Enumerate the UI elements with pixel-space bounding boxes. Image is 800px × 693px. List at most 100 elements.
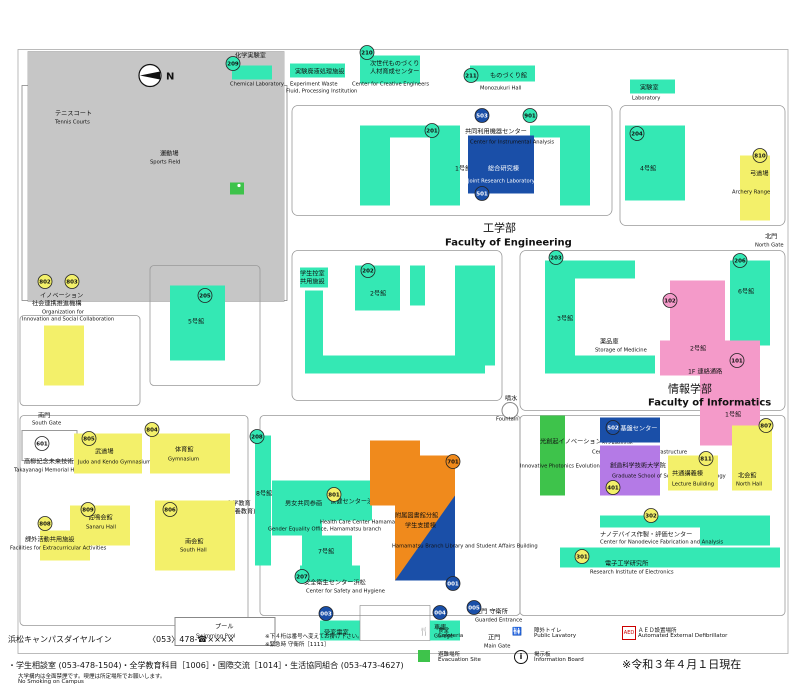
building-marker-204: 204: [629, 126, 645, 141]
building-gender: [272, 480, 322, 536]
building-1: [360, 125, 590, 206]
building-marker-401: 401: [605, 480, 621, 495]
building-marker-211: 211: [463, 68, 479, 83]
building-gymnasium: [150, 433, 230, 474]
gym-en: Gymnasium: [168, 457, 199, 463]
main-gate-en: Main Gate: [484, 644, 510, 650]
building-marker-208: 208: [249, 429, 265, 444]
building-marker-number: 004: [434, 611, 446, 617]
building-marker-number: 211: [465, 74, 477, 80]
building-marker-number: 807: [760, 424, 772, 430]
sports-field-label-jp: 運動場: [160, 150, 179, 158]
sanaru-jp: 佐鳴会館: [88, 514, 113, 522]
pool-en: Swimming Pool: [196, 634, 236, 640]
b2-info-label: 2号館: [690, 345, 706, 353]
building-marker-number: 302: [645, 514, 657, 520]
svg-text:N: N: [166, 72, 174, 83]
building-marker-number: 204: [631, 132, 643, 138]
building-joint-research: [468, 135, 534, 194]
building-marker-number: 102: [664, 299, 676, 305]
building-marker-811: 811: [698, 451, 714, 466]
monozukuri-en: Monozukuri Hall: [480, 86, 521, 92]
joint-research-en: Joint Research Laboratory: [467, 179, 535, 185]
instrumental-jp: 共同利用機器センター: [465, 128, 527, 136]
building-archery: [740, 155, 770, 221]
informatics-en: Faculty of Informatics: [648, 398, 771, 409]
building-marker-205: 205: [197, 288, 213, 303]
building-marker-207: 207: [294, 569, 310, 584]
building-marker-302: 302: [643, 508, 659, 523]
b3-label: 3号館: [557, 315, 573, 323]
innovation-en2: Innovation and Social Collaboration: [22, 317, 114, 323]
creative-en: Center for Creative Engineers: [352, 82, 429, 88]
b6-label: 6号館: [738, 288, 754, 296]
b1-info-label: 1号館: [725, 411, 741, 419]
building-marker-210: 210: [359, 45, 375, 60]
board-en: Information Board: [534, 657, 584, 663]
building-marker-number: 401: [607, 486, 619, 492]
evac-en: Evacuation Site: [438, 657, 481, 663]
date-note: ※令和３年４月１日現在: [622, 658, 742, 671]
lecture-jp: 共通講義棟: [672, 470, 704, 478]
no-smoking-en: No Smoking on Campus: [18, 679, 84, 685]
building-marker-001: 001: [445, 576, 461, 591]
building-marker-804: 804: [144, 422, 160, 437]
waste-en1: Experiment Waste: [290, 82, 338, 88]
building-marker-809: 809: [80, 502, 96, 517]
building-marker-number: 809: [82, 508, 94, 514]
pool-jp: プール: [215, 624, 234, 631]
building-marker-number: 601: [36, 442, 48, 448]
building-marker-number: 502: [607, 426, 619, 432]
building-marker-005: 005: [466, 600, 482, 615]
south-hall-jp: 南会館: [185, 538, 204, 546]
building-marker-number: 801: [328, 493, 340, 499]
building-creative: [360, 55, 420, 84]
lavatory-en: Public Lavatory: [534, 633, 577, 639]
b7-label: 7号館: [318, 548, 334, 556]
building-marker-number: 201: [426, 129, 438, 135]
building-marker-206: 206: [732, 253, 748, 268]
b5-label: 5号館: [188, 318, 204, 326]
north-hall-en: North Hall: [736, 482, 762, 488]
building-marker-301: 301: [574, 549, 590, 564]
building-marker-number: 501: [476, 192, 488, 198]
archery-jp: 弓道場: [750, 170, 769, 178]
building-marker-003: 003: [318, 606, 334, 621]
info-infra-jp: 情報基盤センター: [608, 425, 658, 433]
innovation-en1: Organization for: [42, 310, 85, 316]
building-marker-number: 701: [447, 460, 459, 466]
north-gate-jp: 北門: [765, 233, 777, 241]
building-marker-number: 210: [361, 51, 373, 57]
swimming-pool: [174, 617, 276, 646]
electronics-jp: 電子工学研究所: [605, 560, 648, 568]
joint-research-jp: 総合研究棟: [488, 165, 520, 173]
building-marker-number: 806: [164, 508, 176, 514]
building-laboratory: [630, 79, 675, 94]
instrumental-en: Center for Instrumental Analysis: [470, 140, 554, 146]
building-marker-209: 209: [225, 56, 241, 71]
building-5: [170, 285, 225, 361]
b4-label: 4号館: [640, 165, 656, 173]
building-student-common: [300, 267, 328, 288]
information-board-icon: i: [514, 650, 528, 664]
building-takayanagi: [21, 430, 78, 461]
building-marker-number: 811: [700, 457, 712, 463]
building-marker-number: 503: [476, 114, 488, 120]
building-safety: [300, 565, 360, 582]
building-marker-805: 805: [81, 431, 97, 446]
building-marker-number: 101: [731, 359, 743, 365]
archery-en: Archery Range: [732, 190, 770, 196]
nanodevice-jp: ナノデバイス作製・評価センター: [600, 531, 692, 539]
hotline-label: 浜松キャンパスダイヤルイン: [8, 635, 112, 644]
building-library: [370, 440, 455, 581]
innovation-jp1: イノベーション: [40, 293, 83, 300]
photonics-en: Innovative Photonics Evolution Research …: [520, 464, 645, 470]
informatics-jp: 情報学部: [668, 382, 712, 396]
building-marker-806: 806: [162, 502, 178, 517]
aed-en: Automated External Defibrillator: [638, 633, 728, 639]
building-nanodevice: [600, 515, 770, 546]
waste-jp: 実験廃液処理施設: [295, 68, 345, 76]
liaison-label: 1F 連絡通路: [688, 368, 723, 376]
common-ed-jp2: (教養教育): [226, 508, 256, 516]
